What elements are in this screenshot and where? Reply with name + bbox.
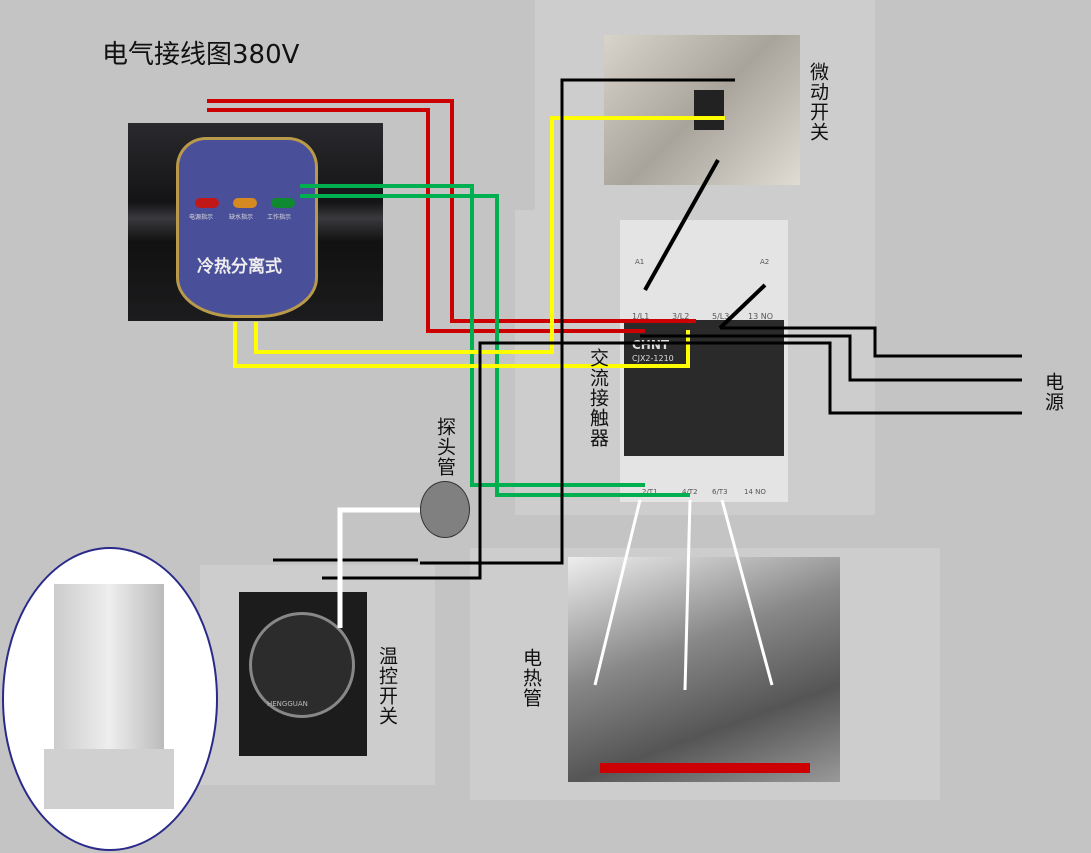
white-wire (337, 507, 420, 628)
power-label: 电源 (1042, 372, 1064, 412)
black-wire (718, 283, 767, 330)
probe-label: 探头管 (434, 417, 456, 477)
red-wire (207, 99, 696, 323)
terminal-4t2: 4/T2 (682, 488, 698, 496)
thermostat-label: 温控开关 (376, 646, 398, 726)
terminal-1l1: 1/L1 (632, 312, 650, 321)
thermostat-dial[interactable] (249, 612, 355, 718)
microswitch-body (694, 90, 724, 130)
green-wire (300, 194, 690, 497)
heater-photo (568, 557, 840, 782)
green-wire (300, 184, 645, 487)
terminal-13no: 13 NO (748, 312, 774, 321)
panel-name: 冷热分离式 (197, 257, 282, 277)
water-indicator-light (233, 198, 257, 208)
black-wire (643, 159, 720, 291)
black-wire (720, 326, 1022, 358)
heater-label: 电热管 (520, 648, 542, 708)
red-wire (207, 108, 645, 333)
control-panel-face: 电源指示 缺水指示 工作指示 冷热分离式 (176, 137, 318, 318)
dispenser-photo (2, 547, 218, 851)
white-wire (683, 499, 692, 691)
terminal-2t1: 2/T1 (642, 488, 658, 496)
terminal-a2: A2 (760, 258, 770, 266)
white-wire (720, 499, 774, 686)
terminal-a1: A1 (635, 258, 645, 266)
indicator-label: 电源指示 (189, 214, 214, 221)
probe-tube (420, 481, 470, 538)
dispenser-body (54, 584, 164, 754)
yellow-wire (254, 116, 725, 354)
power-indicator-light (195, 198, 219, 208)
thermostat-brand: HENGGUAN (267, 700, 308, 708)
black-wire (640, 334, 1022, 382)
black-wire (322, 341, 1022, 580)
white-wire (593, 499, 642, 686)
contactor-label: 交流接触器 (587, 348, 609, 448)
dispenser-base (44, 749, 174, 809)
terminal-6t3: 6/T3 (712, 488, 728, 496)
control-panel-photo: 电源指示 缺水指示 工作指示 冷热分离式 (128, 123, 383, 321)
terminal-5l3: 5/L3 (712, 312, 730, 321)
indicator-label: 缺水指示 (229, 214, 254, 221)
terminal-3l2: 3/L2 (672, 312, 690, 321)
thermostat-photo: HENGGUAN (239, 592, 367, 756)
terminal-14no: 14 NO (744, 488, 766, 496)
indicator-label: 工作指示 (267, 214, 292, 221)
yellow-wire (233, 322, 690, 368)
micro-switch-label: 微动开关 (807, 62, 829, 142)
microswitch-photo (604, 35, 800, 185)
page-title: 电气接线图380V (102, 40, 300, 70)
work-indicator-light (271, 198, 295, 208)
black-wire (420, 78, 735, 565)
contactor-model: CJX2-1210 (632, 354, 674, 363)
